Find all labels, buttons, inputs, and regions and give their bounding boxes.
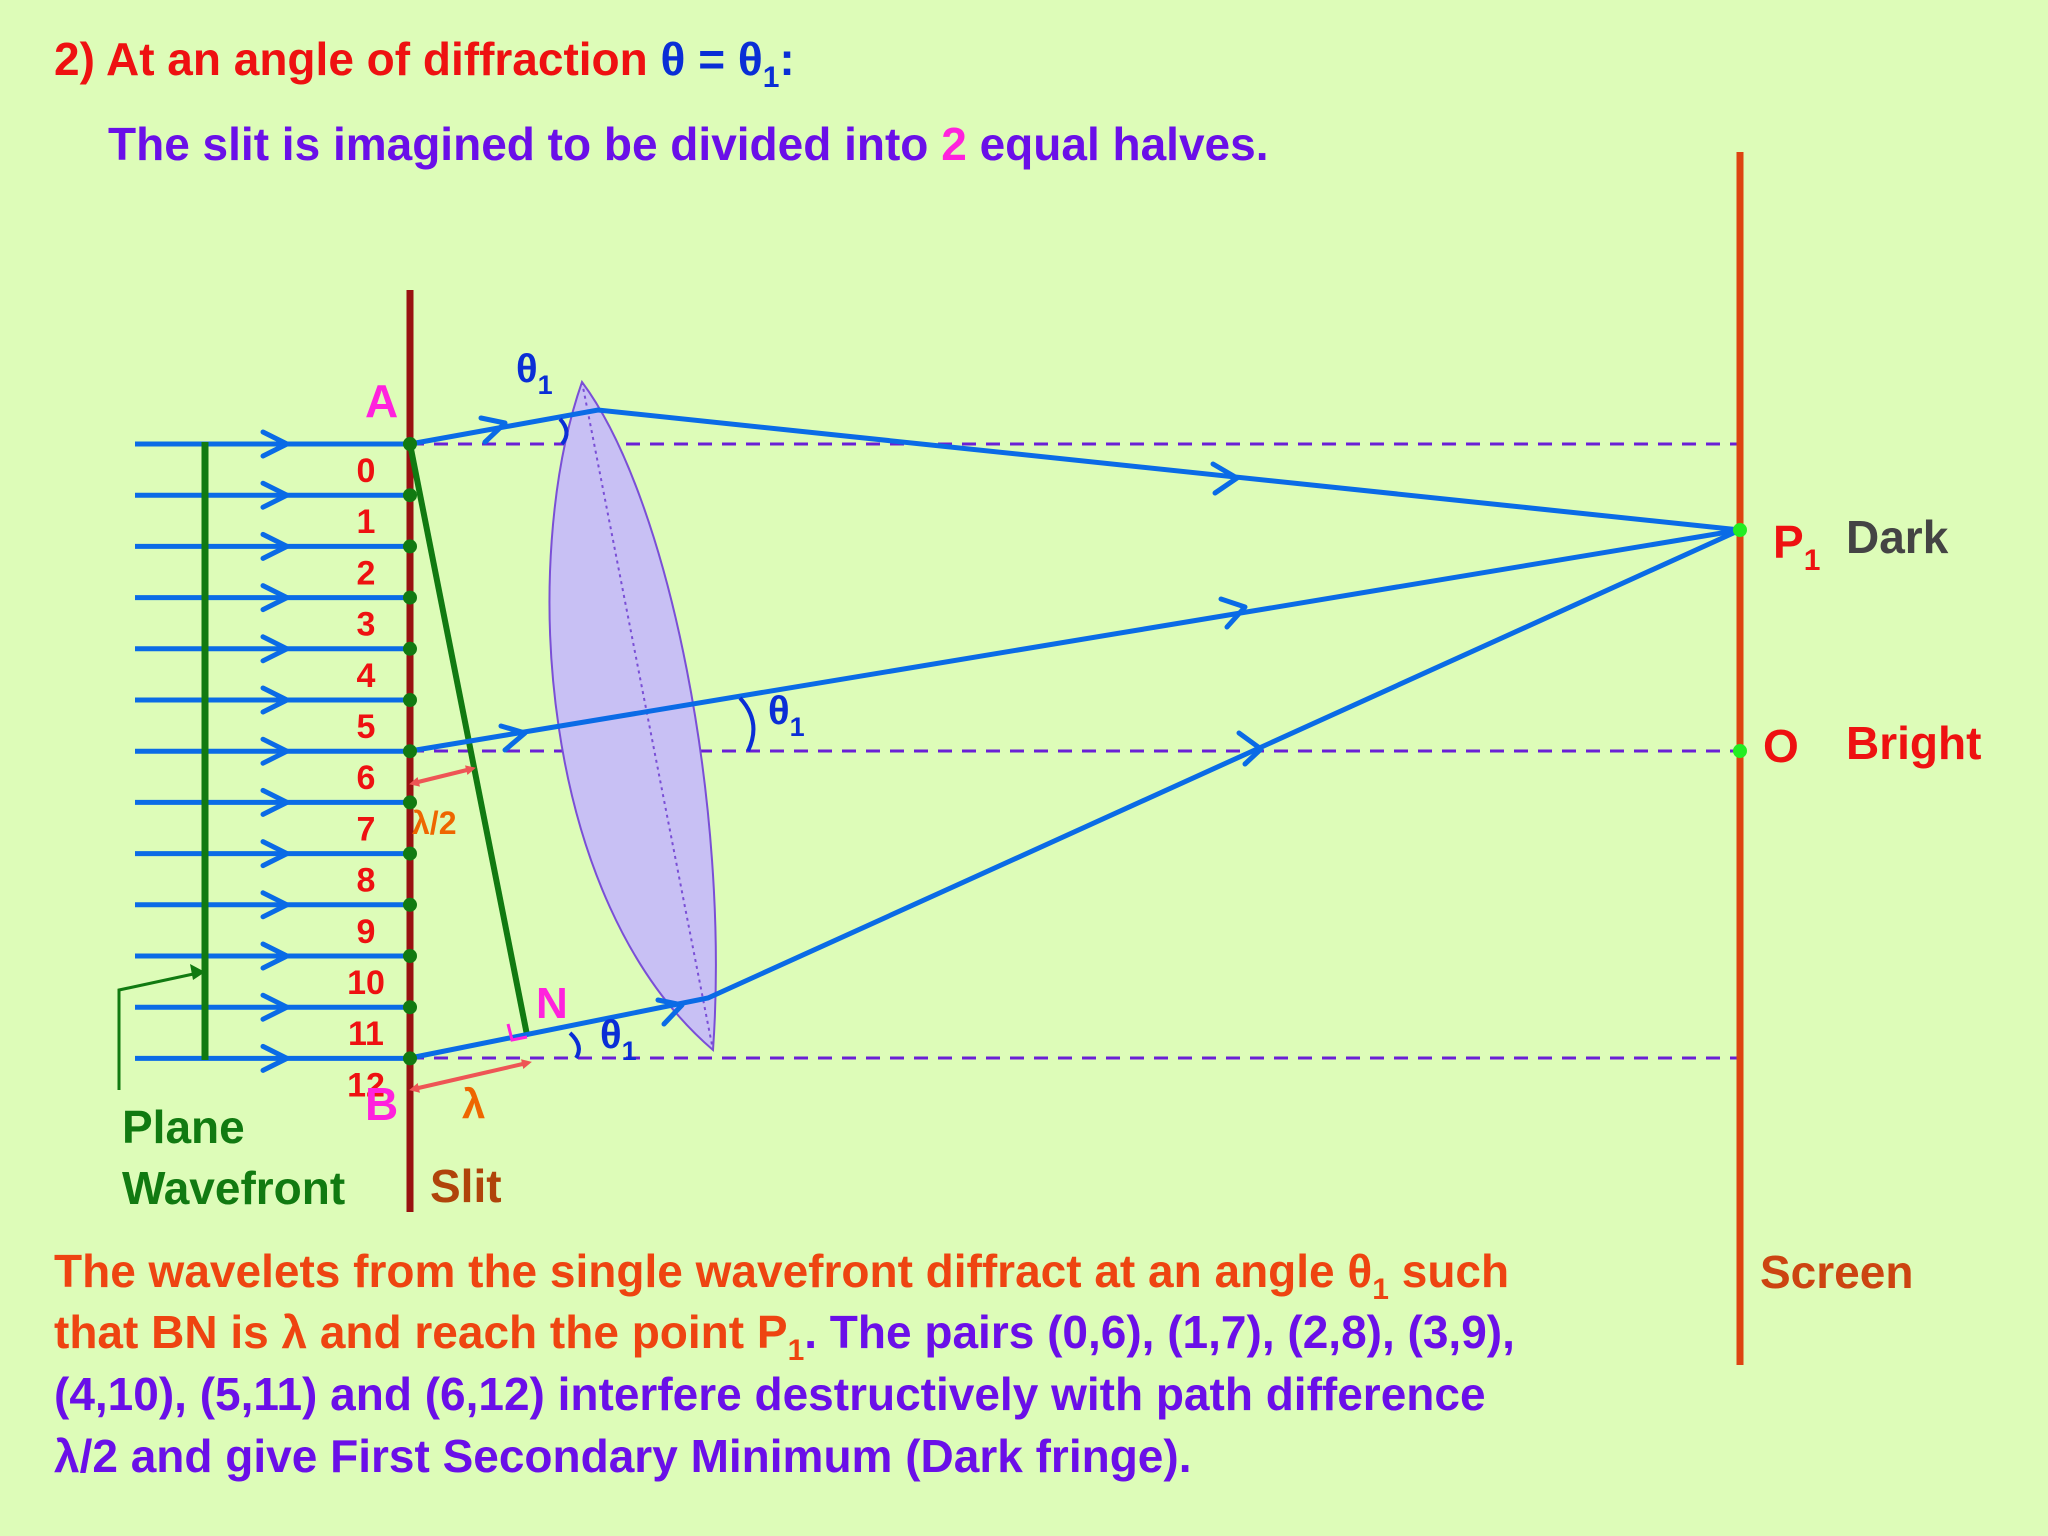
incident-ray-arrowhead <box>260 429 290 459</box>
label-slit: Slit <box>430 1160 502 1212</box>
theta1-label-bottom: θ1 <box>600 1013 637 1066</box>
incident-ray-arrowhead <box>260 941 290 971</box>
incident-ray-arrowhead <box>260 890 290 920</box>
angle-arc-top <box>558 417 569 446</box>
wavelet-dot <box>403 488 417 503</box>
label-B: B <box>365 1078 398 1130</box>
wavelet-dot <box>403 693 417 707</box>
paragraph-line-3: (4,10), (5,11) and (6,12) interfere dest… <box>54 1368 1486 1420</box>
incident-ray-arrowhead <box>260 839 290 869</box>
wavelet-number: 12 <box>347 1066 385 1104</box>
wavelet-dot <box>403 641 417 656</box>
wavelet-number: 8 <box>357 862 376 900</box>
angle-arc-middle <box>738 696 756 752</box>
wavelet-number: 2 <box>357 554 376 592</box>
point-P1-dot <box>1733 523 1747 537</box>
label-dark: Dark <box>1846 511 1949 563</box>
lambda-label: λ <box>462 1080 485 1127</box>
wavelet-dot <box>403 590 417 605</box>
ray-from-B <box>407 527 1743 1061</box>
wavelet-number: 11 <box>348 1015 384 1053</box>
label-bright: Bright <box>1846 717 1981 769</box>
incident-ray-arrowhead <box>260 787 290 817</box>
wavelet-number: 7 <box>357 810 376 848</box>
wavelet-dot <box>403 539 417 554</box>
wavelet-dot <box>403 897 417 912</box>
label-screen: Screen <box>1760 1246 1913 1298</box>
wavelet-dot <box>403 846 417 861</box>
incident-ray-arrowhead <box>260 634 290 664</box>
label-wavefront: Wavefront <box>122 1162 345 1214</box>
paragraph-line-1: The wavelets from the single wavefront d… <box>54 1245 1509 1306</box>
wavelet-dot <box>403 1000 417 1015</box>
wavelet-dot <box>403 744 417 759</box>
incident-ray-arrowhead <box>260 736 290 766</box>
wavelet-number: 10 <box>347 964 385 1002</box>
wavefront-pointer-head <box>190 964 205 980</box>
incident-ray-arrowhead <box>260 992 290 1022</box>
lambda-arrow <box>409 1059 532 1093</box>
label-plane: Plane <box>122 1101 245 1153</box>
wavelet-number: 6 <box>357 759 376 797</box>
label-A: A <box>365 375 398 427</box>
wavefront-pointer <box>117 971 199 1090</box>
incident-ray-arrowhead <box>260 480 290 510</box>
half-lambda-arrow <box>409 765 476 787</box>
wavelet-number: 5 <box>357 708 376 746</box>
incident-ray-arrowhead <box>260 531 290 561</box>
wavelet-number: 4 <box>357 657 376 695</box>
subheading: The slit is imagined to be divided into … <box>108 118 1269 170</box>
heading: 2) At an angle of diffraction θ = θ1: <box>54 33 795 94</box>
half-lambda-label: λ/2 <box>412 805 456 841</box>
diffracted-ray-arrowheads <box>478 415 1264 1027</box>
paragraph-line-4: λ/2 and give First Secondary Minimum (Da… <box>54 1430 1192 1482</box>
wavelet-dot <box>403 949 417 963</box>
theta1-label-middle: θ1 <box>768 689 805 742</box>
angle-arc-bottom <box>568 1031 581 1060</box>
angle-arcs <box>558 417 756 1060</box>
wavelet-number: 0 <box>357 452 376 490</box>
wavelet-dot <box>403 1051 417 1066</box>
right-angle-marker <box>506 1023 528 1042</box>
incident-ray-arrowhead <box>260 1043 290 1073</box>
lens-axis <box>581 381 714 1051</box>
label-O: O <box>1763 720 1799 772</box>
diffracted-rays <box>407 407 1743 1061</box>
wavelet-number: 9 <box>357 913 376 951</box>
ray-from-6 <box>407 527 1743 754</box>
wavelet-dot <box>403 795 417 810</box>
explanation-paragraph: The wavelets from the single wavefront d… <box>54 1245 1515 1482</box>
theta1-label-top: θ1 <box>516 347 553 400</box>
label-N: N <box>536 979 568 1028</box>
paragraph-line-2: that BN is λ and reach the point P1. The… <box>54 1306 1515 1367</box>
wavelet-dot <box>403 437 417 451</box>
label-P1: P1 <box>1773 516 1820 577</box>
wavelet-number: 1 <box>357 503 376 541</box>
point-O-dot <box>1733 744 1747 758</box>
ray-from-A <box>407 407 1743 533</box>
incident-ray-arrowhead <box>260 685 290 715</box>
wavelet-number: 3 <box>357 606 376 644</box>
incident-rays <box>135 429 410 1073</box>
incident-ray-arrowhead <box>260 583 290 613</box>
